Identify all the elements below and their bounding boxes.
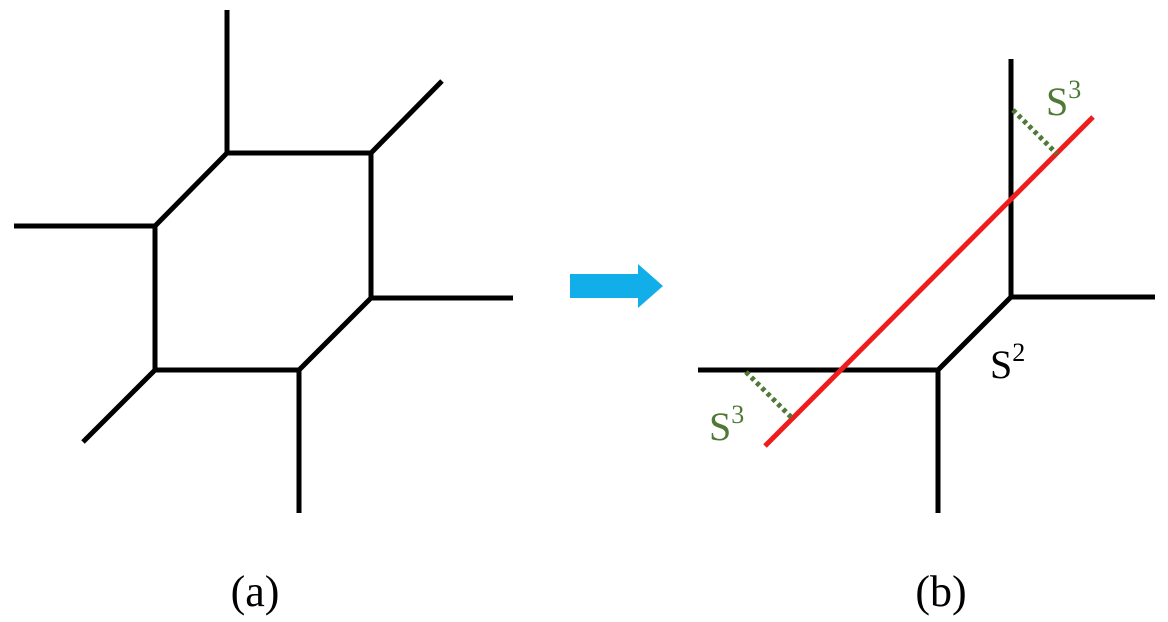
edge-b-middle-diagonal bbox=[936, 295, 1013, 372]
s3-bottom-dotted-connector bbox=[744, 370, 794, 420]
s2-label-sup: 2 bbox=[1012, 338, 1025, 367]
panel-b-graph bbox=[698, 59, 1155, 513]
s2-label-base: S bbox=[990, 342, 1012, 387]
s2-label: S2 bbox=[990, 338, 1025, 387]
red-cut-line bbox=[763, 115, 1095, 448]
panel-a-graph bbox=[14, 10, 513, 513]
caption-b: (b) bbox=[915, 567, 966, 616]
hexagon-face bbox=[152, 150, 374, 373]
right-arrow-icon bbox=[570, 264, 663, 308]
caption-a: (a) bbox=[231, 567, 280, 616]
transition-arrow bbox=[570, 264, 663, 308]
edge-bottom-left bbox=[81, 368, 157, 444]
s3-bottom-label-sup: 3 bbox=[731, 400, 744, 429]
s3-top-label-base: S bbox=[1046, 79, 1068, 124]
s3-top-label: S3 bbox=[1046, 75, 1081, 124]
s3-bottom-label: S3 bbox=[709, 400, 744, 449]
s3-top-dotted-connector bbox=[1011, 108, 1059, 156]
s3-top-label-sup: 3 bbox=[1068, 75, 1081, 104]
edge-top-right bbox=[369, 79, 444, 155]
s3-bottom-label-base: S bbox=[709, 404, 731, 449]
